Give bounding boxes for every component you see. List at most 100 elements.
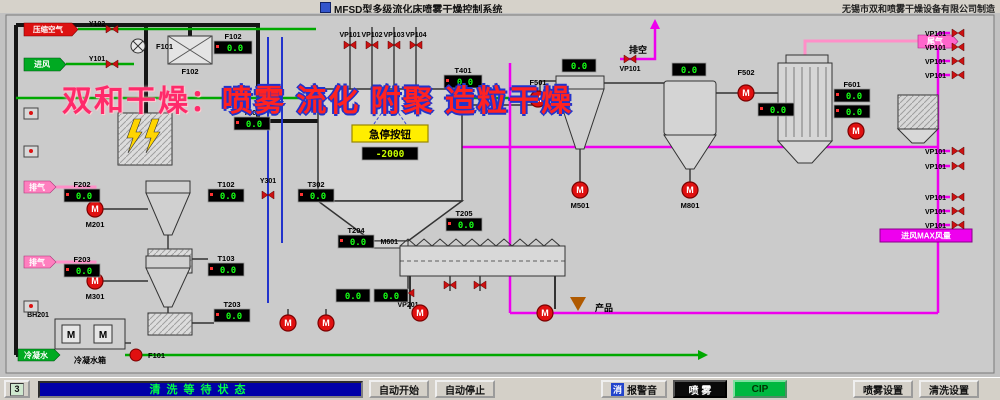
display-tank-b: 0.0 (671, 62, 707, 77)
svg-text:M: M (322, 318, 330, 328)
svg-text:0.0: 0.0 (226, 312, 242, 322)
mute-alarm-button[interactable]: 消 报警音 (601, 380, 668, 398)
svg-text:F601: F601 (843, 80, 860, 89)
svg-text:VP101: VP101 (925, 73, 946, 80)
motors: M M201 M M301 M M501 M M801 M F501 M F50… (86, 68, 865, 362)
right-filter (896, 94, 940, 144)
pump-f101[interactable] (129, 348, 143, 362)
svg-text:M: M (576, 185, 584, 195)
svg-text:VP101: VP101 (925, 164, 946, 171)
svg-text:VP101: VP101 (619, 66, 640, 73)
svg-text:0.0: 0.0 (846, 92, 862, 102)
exchanger-3 (147, 312, 193, 336)
svg-text:F101: F101 (148, 351, 165, 360)
pipes-blue (267, 37, 283, 303)
svg-text:M801: M801 (681, 201, 700, 210)
display-f601-2: 0.0 (833, 104, 871, 119)
electric-heater (117, 112, 173, 166)
tag-compressed-air: 压缩空气 (23, 22, 79, 37)
spray-button[interactable]: 喷 雾 (673, 380, 728, 398)
svg-text:0.0: 0.0 (310, 192, 326, 202)
svg-text:0.0: 0.0 (345, 292, 361, 302)
display-f601: F601 0.0 (833, 80, 871, 103)
auto-start-button[interactable]: 自动开始 (369, 380, 429, 398)
svg-text:0.0: 0.0 (76, 192, 92, 202)
svg-text:M: M (284, 318, 292, 328)
svg-text:F102: F102 (224, 32, 241, 41)
display-t201: T201 0.0 (233, 108, 271, 131)
display-t103: T103 0.0 (207, 254, 245, 277)
svg-text:M201: M201 (86, 220, 105, 229)
svg-text:急停按钮: 急停按钮 (369, 128, 411, 141)
display-t203: T203 0.0 (213, 300, 251, 323)
svg-text:T302: T302 (307, 180, 324, 189)
svg-text:T102: T102 (217, 180, 234, 189)
fluid-bed (399, 238, 566, 309)
vent-label: 排空 (629, 44, 647, 55)
svg-text:VP103: VP103 (383, 32, 404, 39)
pipes-thin (103, 27, 778, 344)
bag-filter (776, 54, 834, 164)
svg-text:M: M (67, 330, 75, 341)
display-f203: F203 0.0 (63, 255, 101, 278)
display-bed-2: 0.0 (373, 288, 409, 303)
cyclone-1 (555, 75, 605, 150)
svg-text:VP101: VP101 (925, 59, 946, 66)
display-f502: 0.0 (757, 102, 795, 117)
svg-text:0.0: 0.0 (571, 62, 587, 72)
svg-text:0.0: 0.0 (220, 266, 236, 276)
emergency-stop-button[interactable]: 急停按钮 (351, 124, 429, 143)
svg-text:0.0: 0.0 (770, 106, 786, 116)
svg-text:F203: F203 (73, 255, 90, 264)
svg-text:0.0: 0.0 (458, 221, 474, 231)
svg-text:M: M (91, 204, 99, 214)
lightning-icon (144, 118, 161, 154)
auto-stop-button[interactable]: 自动停止 (435, 380, 495, 398)
cip-button[interactable]: CIP (733, 380, 788, 398)
valve-labels: VP101 VP102 VP103 VP104 Y102 Y101 Y301 V… (89, 21, 946, 309)
svg-text:M: M (99, 330, 107, 341)
svg-text:产品: 产品 (595, 302, 613, 313)
svg-text:T205: T205 (455, 209, 472, 218)
svg-text:VP101: VP101 (925, 31, 946, 38)
svg-text:-2000: -2000 (376, 149, 405, 160)
cyclone-3 (145, 255, 191, 308)
heat-exchanger: F102 (167, 35, 213, 76)
display-t102: T102 0.0 (207, 180, 245, 203)
svg-text:M: M (416, 308, 424, 318)
app-icon (320, 2, 331, 13)
svg-text:0.0: 0.0 (383, 292, 399, 302)
title-bar: MFSD型多级流化床喷雾干燥控制系统 无锡市双和喷雾干燥设备有限公司制造 (0, 0, 1000, 16)
mute-icon: 消 (611, 382, 625, 396)
lightning-icon (126, 118, 143, 154)
counter-value: 3 (10, 382, 24, 396)
supply-fan: F101 (130, 38, 173, 54)
svg-text:0.0: 0.0 (76, 267, 92, 277)
spray-settings-button[interactable]: 喷雾设置 (853, 380, 914, 398)
svg-text:M: M (852, 126, 860, 136)
svg-text:VP101: VP101 (925, 195, 946, 202)
counter-button[interactable]: 3 (4, 380, 30, 398)
tag-exhaust-2: 排气 (23, 255, 57, 269)
clean-settings-button[interactable]: 清洗设置 (919, 380, 980, 398)
svg-text:M: M (686, 185, 694, 195)
status-text: 清洗等待状态 (149, 384, 252, 396)
svg-text:排气: 排气 (29, 182, 45, 192)
svg-text:F502: F502 (737, 68, 754, 77)
mute-label: 报警音 (627, 385, 658, 397)
svg-text:VP201: VP201 (397, 302, 418, 309)
svg-text:压缩空气: 压缩空气 (33, 24, 63, 34)
svg-text:VP104: VP104 (405, 32, 426, 39)
svg-text:F202: F202 (73, 180, 90, 189)
tag-condensate: 冷凝水 (17, 348, 61, 362)
spray-nozzle-icon (387, 94, 393, 100)
bh201-label: BH201 (27, 312, 49, 319)
svg-text:0.0: 0.0 (457, 78, 473, 88)
svg-text:T401: T401 (454, 66, 471, 75)
process-diagram: F102 F101 急停按钮 -2000 (0, 13, 1000, 377)
green-arrowhead (698, 350, 708, 360)
cyclone-2 (145, 180, 191, 236)
svg-text:F101: F101 (156, 42, 173, 51)
company-name: 无锡市双和喷雾干燥设备有限公司制造 (841, 4, 995, 14)
display-t204: T204 0.0 (337, 226, 375, 249)
